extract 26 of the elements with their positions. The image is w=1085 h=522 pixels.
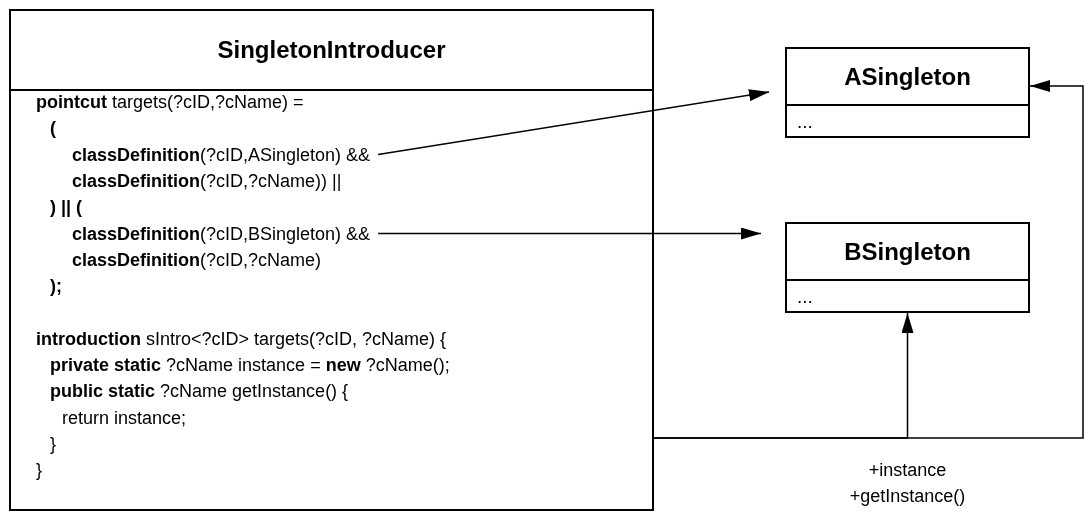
class-name: BSingleton — [844, 237, 971, 266]
code-line: ) || ( — [50, 196, 83, 219]
code-line: } — [50, 432, 56, 455]
code-line: return instance; — [62, 406, 187, 429]
code-line: classDefinition(?cID,ASingleton) && — [72, 143, 371, 166]
class-box — [9, 9, 654, 511]
code-line: ); — [50, 275, 62, 298]
code-line: ( — [50, 117, 56, 140]
edge-label: +instance +getInstance() — [848, 459, 967, 508]
arrow — [377, 89, 770, 156]
code-line: classDefinition(?cID,?cName) — [72, 248, 322, 271]
code-line: classDefinition(?cID,BSingleton) && — [72, 222, 371, 245]
code-line: public static ?cName getInstance() { — [50, 380, 349, 403]
code-line: classDefinition(?cID,?cName)) || — [72, 169, 342, 192]
arrow — [377, 227, 762, 240]
class-name: ASingleton — [844, 62, 971, 91]
class-attributes: ... — [797, 287, 813, 307]
code-line: } — [36, 459, 42, 482]
code-line: pointcut targets(?cID,?cName) = — [36, 91, 304, 113]
code-line: private static ?cName instance = new ?cName(); — [50, 354, 450, 376]
class-box — [785, 222, 1030, 313]
arrow — [653, 312, 914, 439]
code-line: introduction sIntro<?cID> targets(?cID, ?cName) { — [36, 327, 447, 350]
class-attributes: ... — [797, 112, 813, 132]
class-box — [785, 47, 1030, 138]
class-name: SingletonIntroducer — [217, 36, 446, 64]
